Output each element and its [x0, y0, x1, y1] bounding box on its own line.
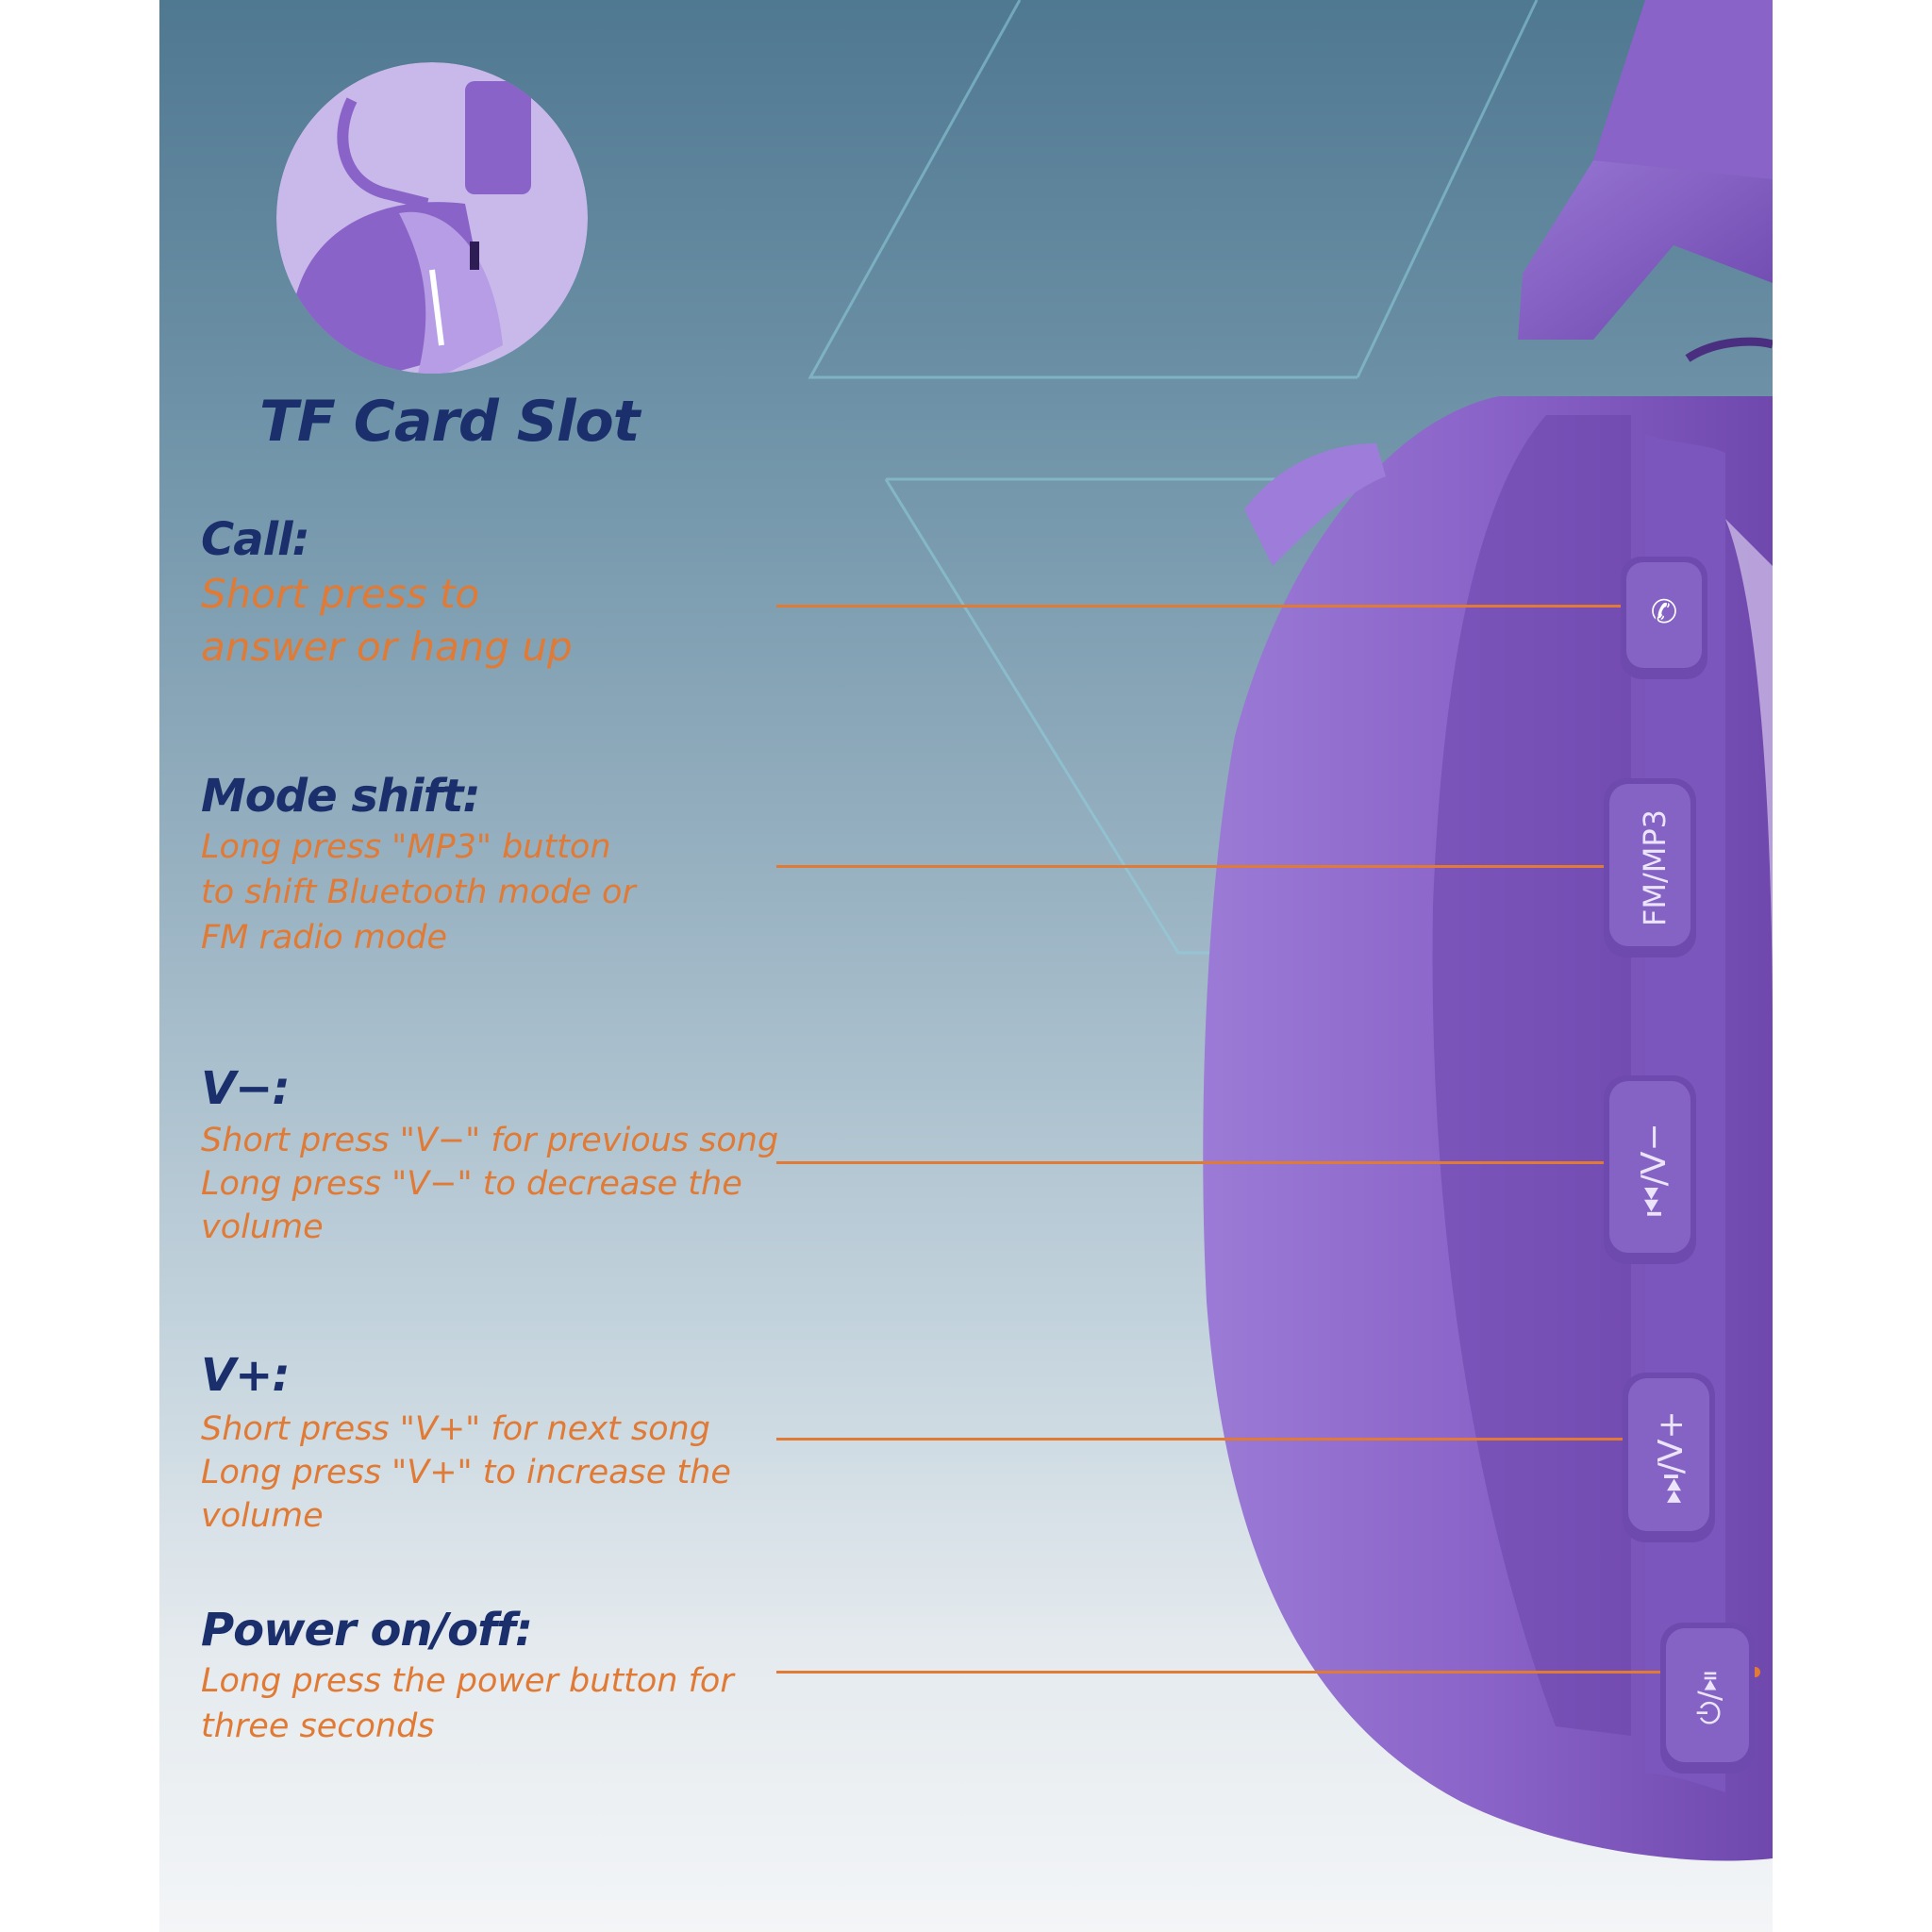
mode-shift-heading: Mode shift: — [201, 770, 481, 823]
ear-cup — [1203, 396, 1773, 1861]
tf-card-slot-inset — [276, 62, 588, 374]
call-line-2: answer or hang up — [201, 624, 573, 670]
call-leader-line — [776, 601, 1701, 611]
volume-up-leader-line — [776, 1434, 1702, 1444]
power-description: Long press the power button for three se… — [201, 1658, 734, 1749]
tf-card-slot-closeup-icon — [276, 62, 588, 374]
power-line-1: Long press the power button for — [201, 1662, 734, 1700]
volume-up-line-2: Long press "V+" to increase the — [201, 1454, 731, 1491]
mode-shift-line-3: FM radio mode — [201, 919, 448, 957]
volume-down-line-1: Short press "V−" for previous song — [201, 1122, 779, 1159]
mode-shift-line-2: to shift Bluetooth mode or — [201, 874, 636, 911]
power-leader-line — [776, 1667, 1760, 1677]
mode-shift-leader-line — [776, 861, 1671, 872]
volume-down-heading: V−: — [201, 1062, 291, 1115]
volume-up-line-1: Short press "V+" for next song — [201, 1410, 710, 1448]
volume-up-line-3: volume — [201, 1497, 324, 1535]
volume-down-line-2: Long press "V−" to decrease the — [201, 1165, 742, 1203]
tf-card-slot-title: TF Card Slot — [259, 389, 640, 455]
headband — [1518, 0, 1773, 362]
volume-down-leader-line — [776, 1158, 1674, 1168]
call-heading: Call: — [201, 513, 310, 566]
call-description: Short press to answer or hang up — [201, 568, 573, 674]
volume-down-line-3: volume — [201, 1208, 324, 1246]
mode-shift-line-1: Long press "MP3" button — [201, 828, 611, 866]
volume-down-description: Short press "V−" for previous song Long … — [201, 1119, 778, 1249]
mode-shift-description: Long press "MP3" button to shift Bluetoo… — [201, 824, 636, 960]
volume-up-description: Short press "V+" for next song Long pres… — [201, 1407, 731, 1538]
power-heading: Power on/off: — [201, 1604, 533, 1657]
call-line-1: Short press to — [201, 571, 480, 617]
volume-up-heading: V+: — [201, 1349, 291, 1402]
power-line-2: three seconds — [201, 1707, 435, 1745]
